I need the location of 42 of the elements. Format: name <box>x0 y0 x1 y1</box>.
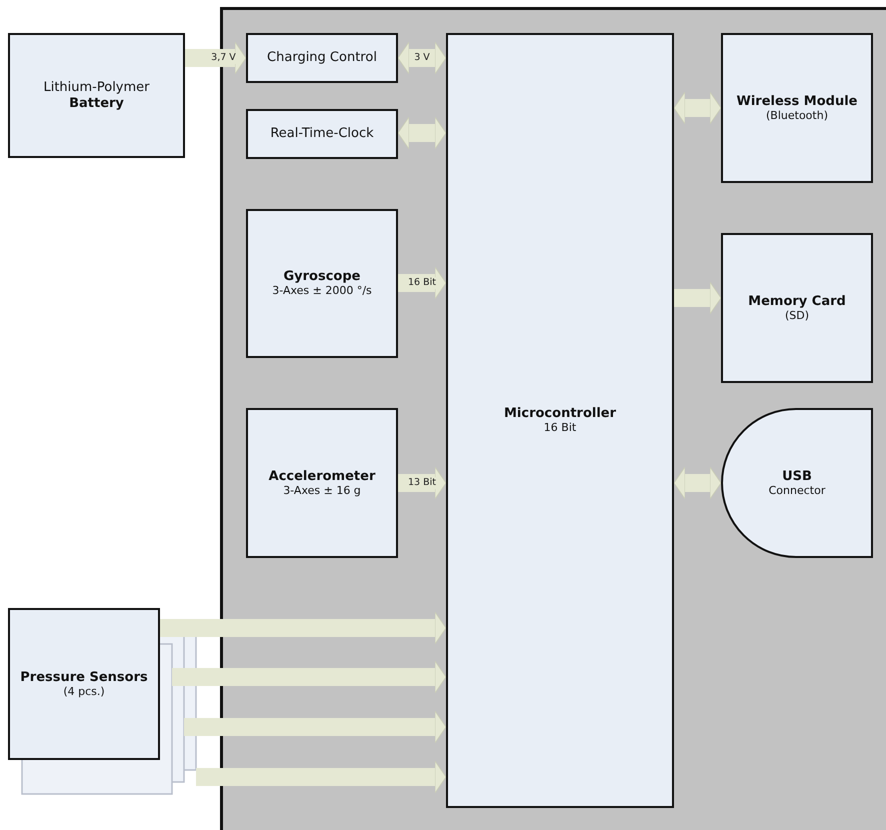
box-text: Connector <box>768 484 826 498</box>
box-label: Lithium-Polymer Battery <box>42 80 151 112</box>
box-heading: Memory Card <box>748 294 846 308</box>
component-box <box>246 33 398 83</box>
box-heading: Wireless Module <box>736 94 858 108</box>
component-box <box>246 209 398 358</box>
arrow <box>674 92 722 124</box>
box-text: (SD) <box>784 308 810 322</box>
box-heading: Pressure Sensors <box>20 670 148 684</box>
component-box <box>721 33 873 183</box>
arrow <box>184 710 446 744</box>
edge-label: 16 Bit <box>407 277 437 289</box>
box-text: 3-Axes ± 2000 °/s <box>272 284 372 298</box>
box-text: (4 pcs.) <box>63 684 105 698</box>
box-heading: Microcontroller <box>504 406 616 421</box>
box-label: Charging Control <box>267 50 377 66</box>
component-box <box>8 608 160 760</box>
box-text: 16 Bit <box>544 421 576 435</box>
component-box <box>446 33 674 808</box>
box-heading: Gyroscope <box>284 269 360 284</box>
arrow <box>172 660 446 694</box>
arrow <box>398 42 446 74</box>
arrow <box>398 266 446 300</box>
arrow <box>196 760 446 794</box>
box-label: Real-Time-Clock <box>270 126 374 142</box>
component-box <box>246 109 398 159</box>
connector-shape <box>721 408 873 558</box>
arrow <box>398 116 446 150</box>
edge-label: 3,7 V <box>210 52 237 64</box>
box-text: (Bluetooth) <box>766 108 828 122</box>
arrow <box>185 42 246 74</box>
box-text: 3-Axes ± 16 g <box>283 484 361 498</box>
arrow <box>674 282 722 314</box>
component-box <box>246 408 398 558</box>
arrow <box>398 466 446 500</box>
box-heading: USB <box>782 468 812 484</box>
box-heading: Accelerometer <box>268 468 376 484</box>
arrow <box>674 466 722 500</box>
edge-label: 13 Bit <box>407 477 437 489</box>
component-box <box>8 33 185 158</box>
arrow <box>160 612 446 644</box>
component-box <box>721 233 873 383</box>
